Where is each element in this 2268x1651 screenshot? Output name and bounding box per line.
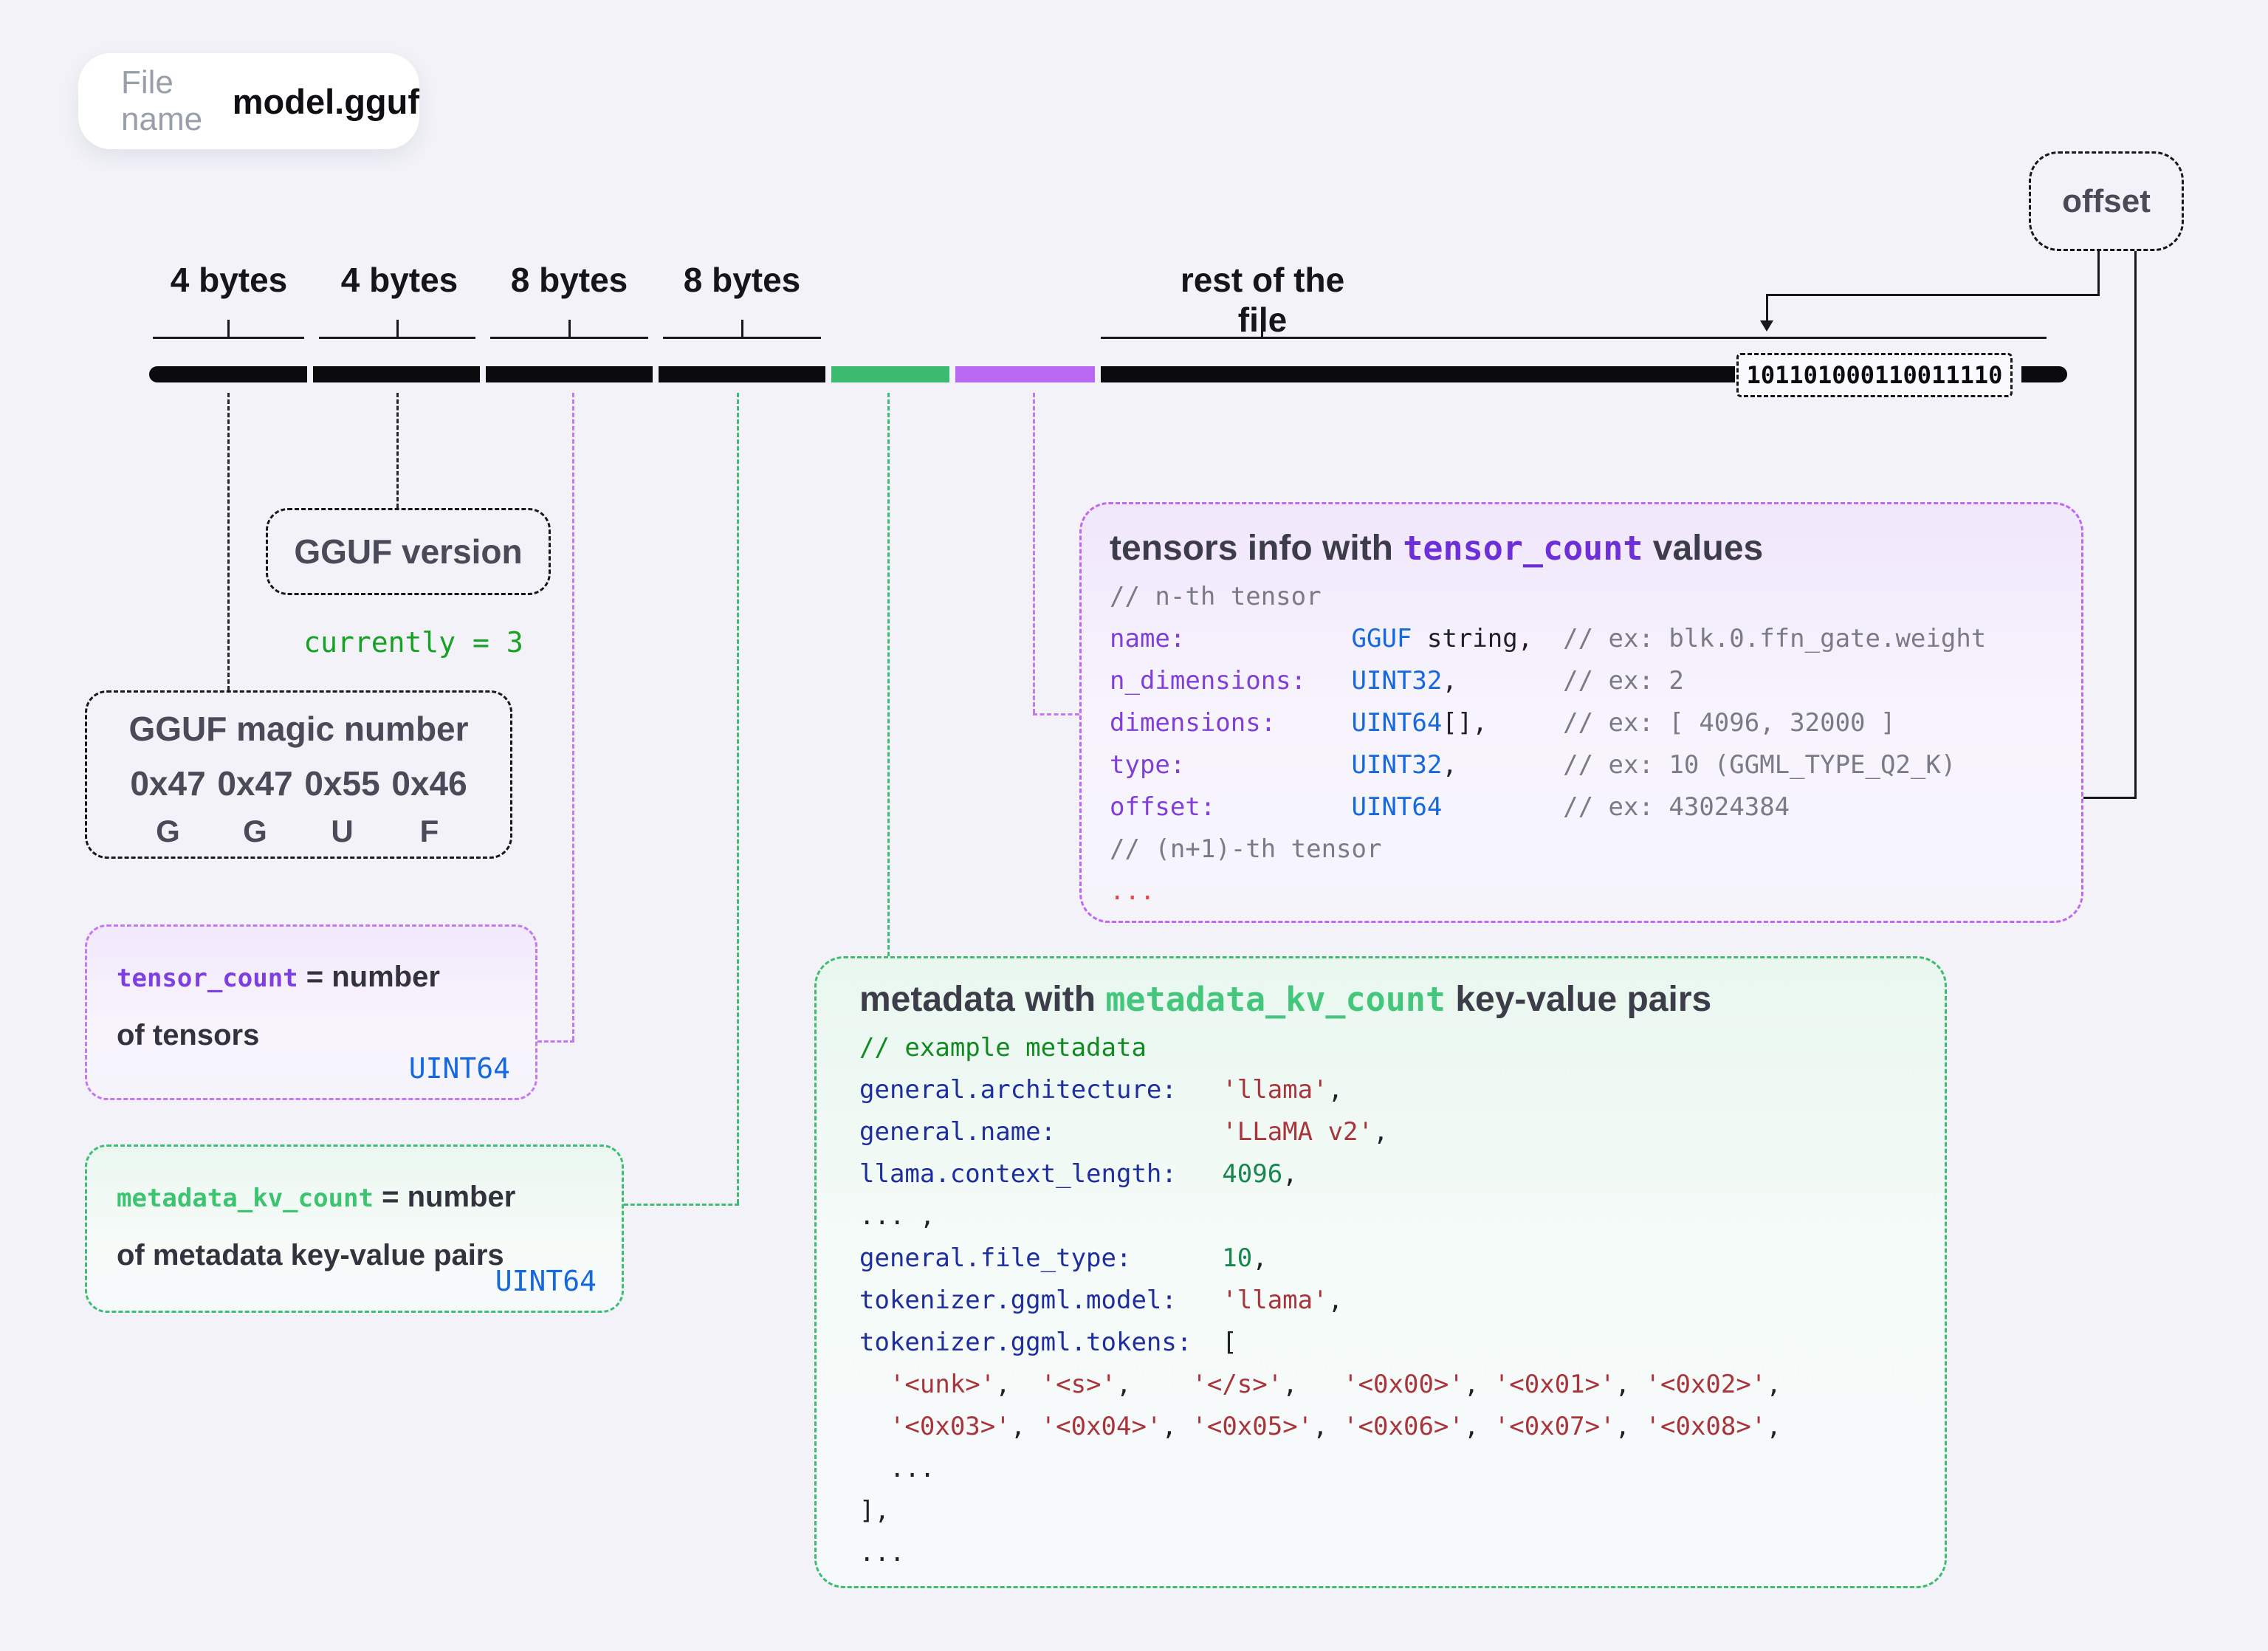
magic-hex-byte: 0x47 (130, 764, 206, 803)
byte-label-magic: 4 bytes (170, 261, 288, 299)
connector-version (396, 393, 399, 508)
bar-segment-end (2021, 366, 2067, 382)
magic-hex-byte: 0x55 (304, 764, 380, 803)
connector-metadata-count (737, 393, 739, 1204)
metadata-kv-count-desc: of metadata key-value pairs (117, 1239, 504, 1271)
metadata-kv-count-type: UINT64 (495, 1265, 597, 1297)
rest-of-file-label: rest of the file (1180, 261, 1345, 339)
byte-label-version: 4 bytes (340, 261, 458, 299)
tensors-title-pre: tensors info with (1110, 529, 1403, 568)
connector-tensor-count (537, 1040, 574, 1043)
metadata-kv-count-eq: = number (374, 1181, 516, 1213)
tensor-count-eq: = number (298, 961, 440, 993)
offset-arrow-line (1766, 294, 1768, 322)
rest-of-file-bracket (1101, 337, 2047, 339)
bar-segment-rest (1101, 366, 1735, 382)
bracket (490, 337, 648, 339)
tensor-count-box: tensor_count = number of tensors UINT64 (85, 924, 537, 1100)
connector-tensors-info (1033, 713, 1079, 715)
file-name-pill: File name model.gguf (78, 53, 419, 149)
magic-hex-byte: 0x46 (391, 764, 467, 803)
version-note: currently = 3 (303, 626, 523, 659)
bracket (663, 337, 821, 339)
tensors-title-code: tensor_count (1403, 529, 1643, 568)
file-name-value: model.gguf (232, 81, 419, 121)
magic-letter: G (243, 814, 267, 848)
bracket-tick (396, 320, 399, 337)
offset-arrow-line (1766, 294, 2100, 296)
offset-label: offset (2062, 182, 2151, 219)
bar-segment-metadata (831, 366, 949, 382)
connector-metadata (887, 393, 890, 956)
offset-value-line (2134, 251, 2137, 799)
tensor-count-desc: of tensors (117, 1019, 260, 1051)
bracket-tick (741, 320, 743, 337)
magic-letter: G (156, 814, 180, 848)
gguf-version-box: GGUF version (266, 508, 551, 595)
metadata-box: metadata with metadata_kv_count key-valu… (814, 956, 1947, 1588)
magic-hex-row: 0x47 0x47 0x55 0x46 (87, 763, 510, 803)
bracket (153, 337, 304, 339)
connector-metadata-count (624, 1204, 739, 1206)
tensor-count-code: tensor_count (117, 964, 298, 993)
metadata-title-pre: metadata with (859, 980, 1106, 1019)
tensors-info-title: tensors info with tensor_count values (1110, 528, 2081, 569)
bracket-tick (227, 320, 230, 337)
metadata-title-post: key-value pairs (1445, 980, 1712, 1019)
magic-letter: U (331, 814, 354, 848)
offset-arrow-line (2097, 251, 2100, 294)
gguf-version-title: GGUF version (294, 532, 523, 571)
byte-label-tensor-count: 8 bytes (510, 261, 628, 299)
magic-letter: F (419, 814, 439, 848)
byte-label-metadata-count: 8 bytes (683, 261, 801, 299)
tensors-title-post: values (1643, 529, 1764, 568)
bar-segment-version (313, 366, 480, 382)
binary-string: 101101000110011110 (1746, 361, 2003, 389)
gguf-magic-title: GGUF magic number (128, 710, 469, 748)
metadata-kv-count-code: metadata_kv_count (117, 1184, 374, 1213)
magic-hex-byte: 0x47 (217, 764, 293, 803)
bracket (319, 337, 475, 339)
metadata-title-code: metadata_kv_count (1105, 980, 1446, 1019)
tensors-info-box: tensors info with tensor_count values //… (1079, 502, 2083, 923)
bracket-tick (1261, 320, 1263, 337)
file-name-label: File name (121, 64, 203, 137)
binary-offset-box: 101101000110011110 (1736, 353, 2013, 397)
tensor-count-type: UINT64 (408, 1052, 510, 1085)
connector-tensors-info (1033, 393, 1035, 713)
bracket-tick (568, 320, 571, 337)
magic-letter-row: G G U F (87, 814, 510, 849)
connector-tensor-count (572, 393, 574, 1040)
bar-segment-magic (149, 366, 307, 382)
connector-magic (227, 393, 230, 690)
gguf-magic-box: GGUF magic number 0x47 0x47 0x55 0x46 G … (85, 690, 512, 859)
bar-segment-tensor-count (486, 366, 653, 382)
bar-segment-tensors-info (955, 366, 1095, 382)
metadata-kv-count-box: metadata_kv_count = number of metadata k… (85, 1144, 624, 1313)
offset-callout-box: offset (2029, 151, 2184, 251)
metadata-title: metadata with metadata_kv_count key-valu… (859, 979, 1945, 1020)
bar-segment-metadata-count (659, 366, 825, 382)
offset-arrow-head-down (1760, 320, 1773, 332)
